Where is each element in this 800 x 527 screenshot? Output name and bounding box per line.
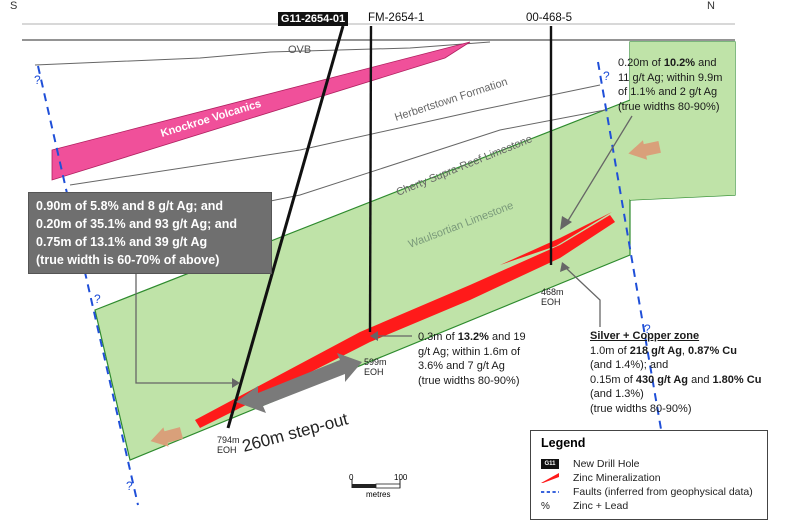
intercept-468-line-4: (true widths 80-90%) <box>618 100 720 113</box>
ovb-label: OVB <box>288 44 311 56</box>
leader-silver-copper-head <box>560 262 570 272</box>
eoh-468-depth: 468m <box>541 287 564 297</box>
silver-copper-line-4: (and 1.3%) <box>590 388 644 400</box>
legend-label-faults: Faults (inferred from geophysical data) <box>573 486 753 498</box>
intercept-g11-line-1: 0.90m of 5.8% and 8 g/t Ag; and <box>36 199 224 213</box>
legend-label-zinc: Zinc Mineralization <box>573 472 661 484</box>
fault-question-1: ? <box>34 73 41 87</box>
fault-question-2: ? <box>94 292 101 306</box>
silver-copper-title: Silver + Copper zone <box>590 330 700 342</box>
eoh-fm: 599m EOH <box>364 357 387 377</box>
new-drill-hole-swatch: G11 <box>541 459 559 469</box>
intercept-468-line-1: 0.20m of 10.2% and <box>618 57 717 69</box>
south-fault <box>37 65 139 506</box>
legend-title: Legend <box>541 436 586 450</box>
intercept-468-line-3: of 1.1% and 2 g/t Ag <box>618 86 718 98</box>
legend: Legend G11 New Drill Hole Zinc Mineraliz… <box>530 430 768 520</box>
percent-swatch: % <box>541 501 550 512</box>
north-direction-label: N <box>707 0 715 12</box>
drill-hole-label-fm: FM-2654-1 <box>368 12 425 24</box>
silver-copper-line-2: (and 1.4%); and <box>590 359 669 371</box>
intercept-468-line-2: 11 g/t Ag; within 9.9m <box>618 71 723 84</box>
south-direction-label: S <box>10 0 18 12</box>
intercept-g11-line-4: (true width is 60-70% of above) <box>36 253 220 267</box>
leader-g11 <box>135 268 232 384</box>
silver-copper-line-5: (true widths 80-90%) <box>590 402 692 415</box>
fault-swatch <box>541 491 559 493</box>
intercept-fm-line-4: (true widths 80-90%) <box>418 374 520 387</box>
intercept-g11-line-3: 0.75m of 13.1% and 39 g/t Ag <box>36 235 208 249</box>
leader-silver-copper <box>565 267 601 327</box>
ovb-base-contact <box>34 41 491 66</box>
drill-hole-label-new: G11-2654-01 <box>278 12 348 26</box>
leader-fm-head <box>370 331 378 341</box>
knockroe-volcanics-unit <box>51 41 471 181</box>
eoh-468-text: EOH <box>541 297 561 307</box>
intercept-box-g11: 0.90m of 5.8% and 8 g/t Ag; and 0.20m of… <box>28 192 272 274</box>
herbertstown-base-contact <box>69 84 601 186</box>
fault-question-5: ? <box>644 322 651 336</box>
eoh-g11: 794m EOH <box>217 435 240 455</box>
intercept-fm-line-3: 3.6% and 7 g/t Ag <box>418 360 505 372</box>
silver-copper-line-1: 1.0m of 218 g/t Ag, 0.87% Cu <box>590 344 737 357</box>
scale-unit: metres <box>366 490 390 499</box>
intercept-fm-line-1: 0.3m of 13.2% and 19 <box>418 331 526 343</box>
leader-468-head <box>560 216 572 230</box>
drill-hole-label-468: 00-468-5 <box>526 12 573 24</box>
silver-copper-note: Silver + Copper zone 1.0m of 218 g/t Ag,… <box>590 329 761 416</box>
intercept-fm-line-2: g/t Ag; within 1.6m of <box>418 345 521 358</box>
eoh-468: 468m EOH <box>541 287 564 307</box>
leader-468 <box>565 115 633 225</box>
drill-hole-fm-2654-1 <box>368 25 373 333</box>
drill-hole-g11-2654-01 <box>226 25 345 429</box>
scale-end: 100 <box>394 473 408 482</box>
eoh-g11-depth: 794m <box>217 435 240 445</box>
fault-question-4: ? <box>603 69 610 83</box>
eoh-fm-text: EOH <box>364 367 384 377</box>
movement-arrow-north <box>628 140 661 160</box>
legend-label-zinc-lead: Zinc + Lead <box>573 500 629 512</box>
scale-bar: 0 100 metres <box>349 473 408 499</box>
movement-arrow-south <box>150 427 184 447</box>
intercept-g11-line-2: 0.20m of 35.1% and 93 g/t Ag; and <box>36 217 237 231</box>
legend-label-new-drill-hole: New Drill Hole <box>573 458 640 470</box>
intercept-note-468: 0.20m of 10.2% and 11 g/t Ag; within 9.9… <box>618 56 722 114</box>
silver-copper-line-3: 0.15m of 430 g/t Ag and 1.80% Cu <box>590 373 762 386</box>
step-out-arrow <box>236 353 362 413</box>
fault-question-3: ? <box>126 479 133 493</box>
leader-g11-head <box>232 378 240 388</box>
zinc-swatch <box>541 473 559 483</box>
scale-start: 0 <box>349 473 354 482</box>
zinc-mineralization-lower <box>195 215 615 428</box>
eoh-g11-text: EOH <box>217 445 237 455</box>
eoh-fm-depth: 599m <box>364 357 387 367</box>
intercept-note-fm: 0.3m of 13.2% and 19 g/t Ag; within 1.6m… <box>418 330 526 388</box>
north-limestone-block <box>630 42 735 200</box>
step-out-label: 260m step-out <box>240 409 350 456</box>
